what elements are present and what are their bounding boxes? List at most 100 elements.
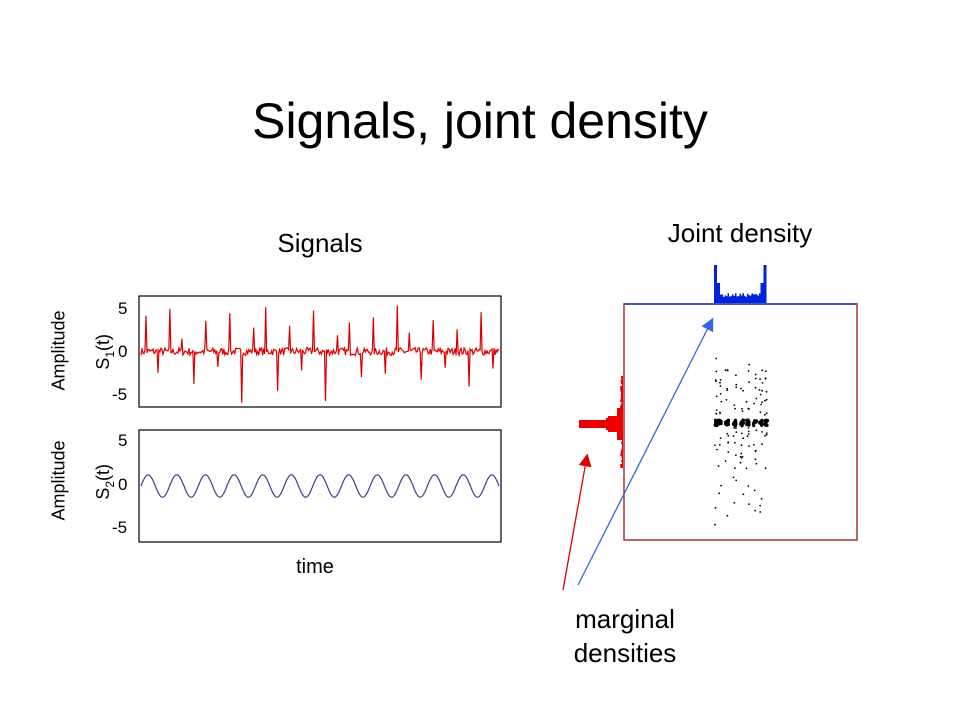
- scatter-point: [755, 429, 758, 432]
- s2-plot-frame: [138, 429, 502, 543]
- scatter-point: [735, 479, 738, 482]
- scatter-point: [748, 381, 750, 383]
- scatter-point: [761, 401, 763, 403]
- scatter-point: [741, 407, 743, 410]
- slide-title: Signals, joint density: [252, 93, 708, 149]
- marginal-y-bar: [579, 426, 623, 428]
- scatter-point: [715, 380, 717, 382]
- marginal-y-bar: [617, 414, 623, 416]
- scatter-point: [752, 444, 755, 446]
- marginal-y-bar: [620, 452, 623, 454]
- scatter-point: [765, 390, 768, 393]
- marginal-y-bar: [621, 448, 623, 450]
- marginal-x-bar: [745, 296, 747, 303]
- annotation-line-1: marginal: [575, 604, 675, 634]
- marginal-y-bar: [617, 410, 623, 412]
- scatter-point: [745, 400, 748, 403]
- marginal-y-bar: [620, 388, 623, 390]
- scatter-point: [764, 423, 768, 427]
- scatter-point: [761, 382, 764, 384]
- marginal-y-bar: [608, 416, 623, 418]
- marginal-y-bar: [621, 442, 623, 444]
- scatter-point: [735, 427, 737, 430]
- scatter-point: [765, 370, 767, 373]
- marginal-y-bar: [620, 454, 623, 456]
- marginal-y-bar: [579, 422, 623, 424]
- s1-ytick-5: 5: [118, 299, 127, 318]
- marginal-y-bar: [617, 408, 623, 410]
- scatter-point: [753, 489, 756, 492]
- scatter-point: [741, 421, 745, 425]
- scatter-point: [735, 374, 737, 377]
- marginal-x-bar: [733, 295, 735, 303]
- s2-ytick-minus5: -5: [112, 518, 127, 537]
- scatter-point: [754, 386, 757, 389]
- scatter-point: [765, 412, 768, 414]
- scatter-point: [754, 449, 757, 452]
- marginal-y-bar: [620, 404, 623, 406]
- scatter-point: [759, 421, 763, 426]
- scatter-point: [732, 476, 735, 479]
- scatter-point: [764, 435, 766, 437]
- marginal-x-bar: [748, 295, 750, 303]
- marginal-x-bar: [727, 293, 729, 303]
- scatter-point: [727, 441, 730, 444]
- scatter-point: [755, 397, 758, 400]
- marginal-y-bar: [620, 380, 623, 382]
- marginal-y-bar: [620, 386, 623, 388]
- scatter-point: [740, 457, 743, 459]
- marginal-y-bar: [617, 436, 623, 438]
- scatter-point: [754, 377, 757, 380]
- scatter-point: [713, 423, 717, 427]
- scatter-point: [754, 419, 759, 423]
- arrow-to-marginal-y: [562, 453, 592, 591]
- scatter-point: [747, 430, 750, 433]
- marginal-y-bar: [620, 398, 623, 400]
- scatter-point: [719, 385, 722, 387]
- scatter-point: [714, 523, 716, 526]
- marginal-x-bar: [744, 295, 746, 303]
- marginal-y-bar: [617, 438, 623, 440]
- marginal-x-bar: [763, 265, 765, 303]
- marginal-x-bar: [721, 294, 723, 303]
- scatter-point: [719, 381, 721, 384]
- marginal-x-bar: [756, 294, 758, 303]
- marginal-x-bar: [741, 295, 743, 303]
- marginal-y-bar: [620, 406, 623, 408]
- marginal-y-bar: [621, 402, 623, 404]
- scatter-point: [740, 444, 743, 447]
- marginal-y-bar: [579, 420, 623, 422]
- s2-series-line: [140, 474, 500, 498]
- scatter-point: [715, 395, 718, 398]
- scatter-point: [742, 437, 745, 440]
- s1-ytick-minus5: -5: [112, 385, 127, 404]
- scatter-point: [761, 389, 763, 392]
- arrow-to-marginal-x: [577, 317, 714, 586]
- marginal-x-bar: [720, 294, 722, 303]
- scatter-point: [748, 363, 751, 366]
- s1-plot: 5 0 -5: [112, 295, 502, 408]
- scatter-point: [759, 511, 762, 513]
- scatter-point: [740, 432, 743, 435]
- scatter-point: [747, 423, 751, 427]
- scatter-point: [748, 503, 750, 505]
- marginal-y-bar: [620, 396, 623, 398]
- scatter-point: [739, 461, 742, 464]
- scatter-point: [765, 432, 768, 434]
- scatter-point: [760, 403, 763, 406]
- marginal-x-bar: [754, 294, 756, 303]
- marginal-y-bar: [621, 458, 623, 460]
- scatter-point: [739, 456, 742, 458]
- scatter-point: [747, 485, 750, 487]
- marginal-x-bar: [724, 295, 726, 303]
- marginal-x-bar: [714, 265, 716, 303]
- scatter-point: [734, 441, 736, 444]
- marginal-y-bar: [622, 384, 623, 386]
- scatter-point: [761, 369, 763, 372]
- marginal-x-bar: [730, 296, 732, 303]
- marginal-x-bar: [759, 293, 761, 303]
- s1-series-line: [140, 305, 500, 403]
- marginal-y-bar: [621, 444, 623, 446]
- scatter-point: [759, 411, 762, 414]
- marginal-x-bar: [765, 265, 767, 303]
